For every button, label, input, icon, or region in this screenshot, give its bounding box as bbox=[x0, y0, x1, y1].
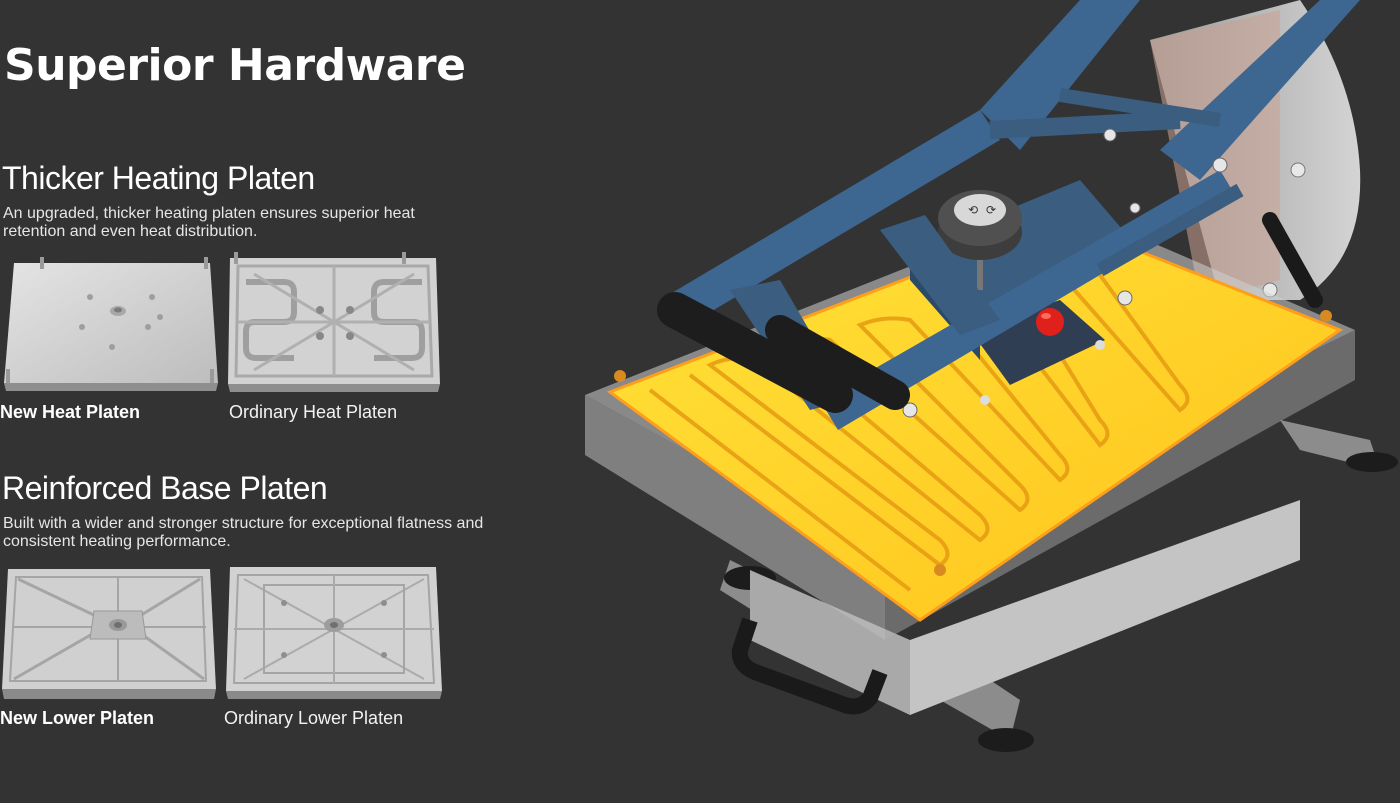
new-lower-platen-caption: New Lower Platen bbox=[0, 708, 155, 728]
page-title: Superior Hardware bbox=[4, 40, 466, 91]
new-heat-platen-image bbox=[4, 257, 218, 391]
ordinary-lower-platen-image bbox=[226, 567, 442, 699]
ordinary-lower-platen-caption: Ordinary Lower Platen bbox=[224, 708, 404, 728]
ordinary-heat-platen-image bbox=[228, 252, 440, 392]
heat-press-product-image: ⟲ ⟳ bbox=[585, 0, 1398, 752]
heating-platen-heading: Thicker Heating Platen bbox=[2, 160, 315, 196]
heating-platen-description: An upgraded, thicker heating platen ensu… bbox=[3, 205, 415, 240]
new-lower-platen-image bbox=[2, 569, 216, 699]
svg-text:⟲: ⟲ bbox=[968, 203, 978, 217]
base-platen-description: Built with a wider and stronger structur… bbox=[3, 515, 484, 550]
svg-text:⟳: ⟳ bbox=[986, 203, 996, 217]
ordinary-heat-platen-caption: Ordinary Heat Platen bbox=[229, 402, 398, 422]
base-platen-heading: Reinforced Base Platen bbox=[2, 470, 328, 506]
new-heat-platen-caption: New Heat Platen bbox=[0, 402, 141, 422]
